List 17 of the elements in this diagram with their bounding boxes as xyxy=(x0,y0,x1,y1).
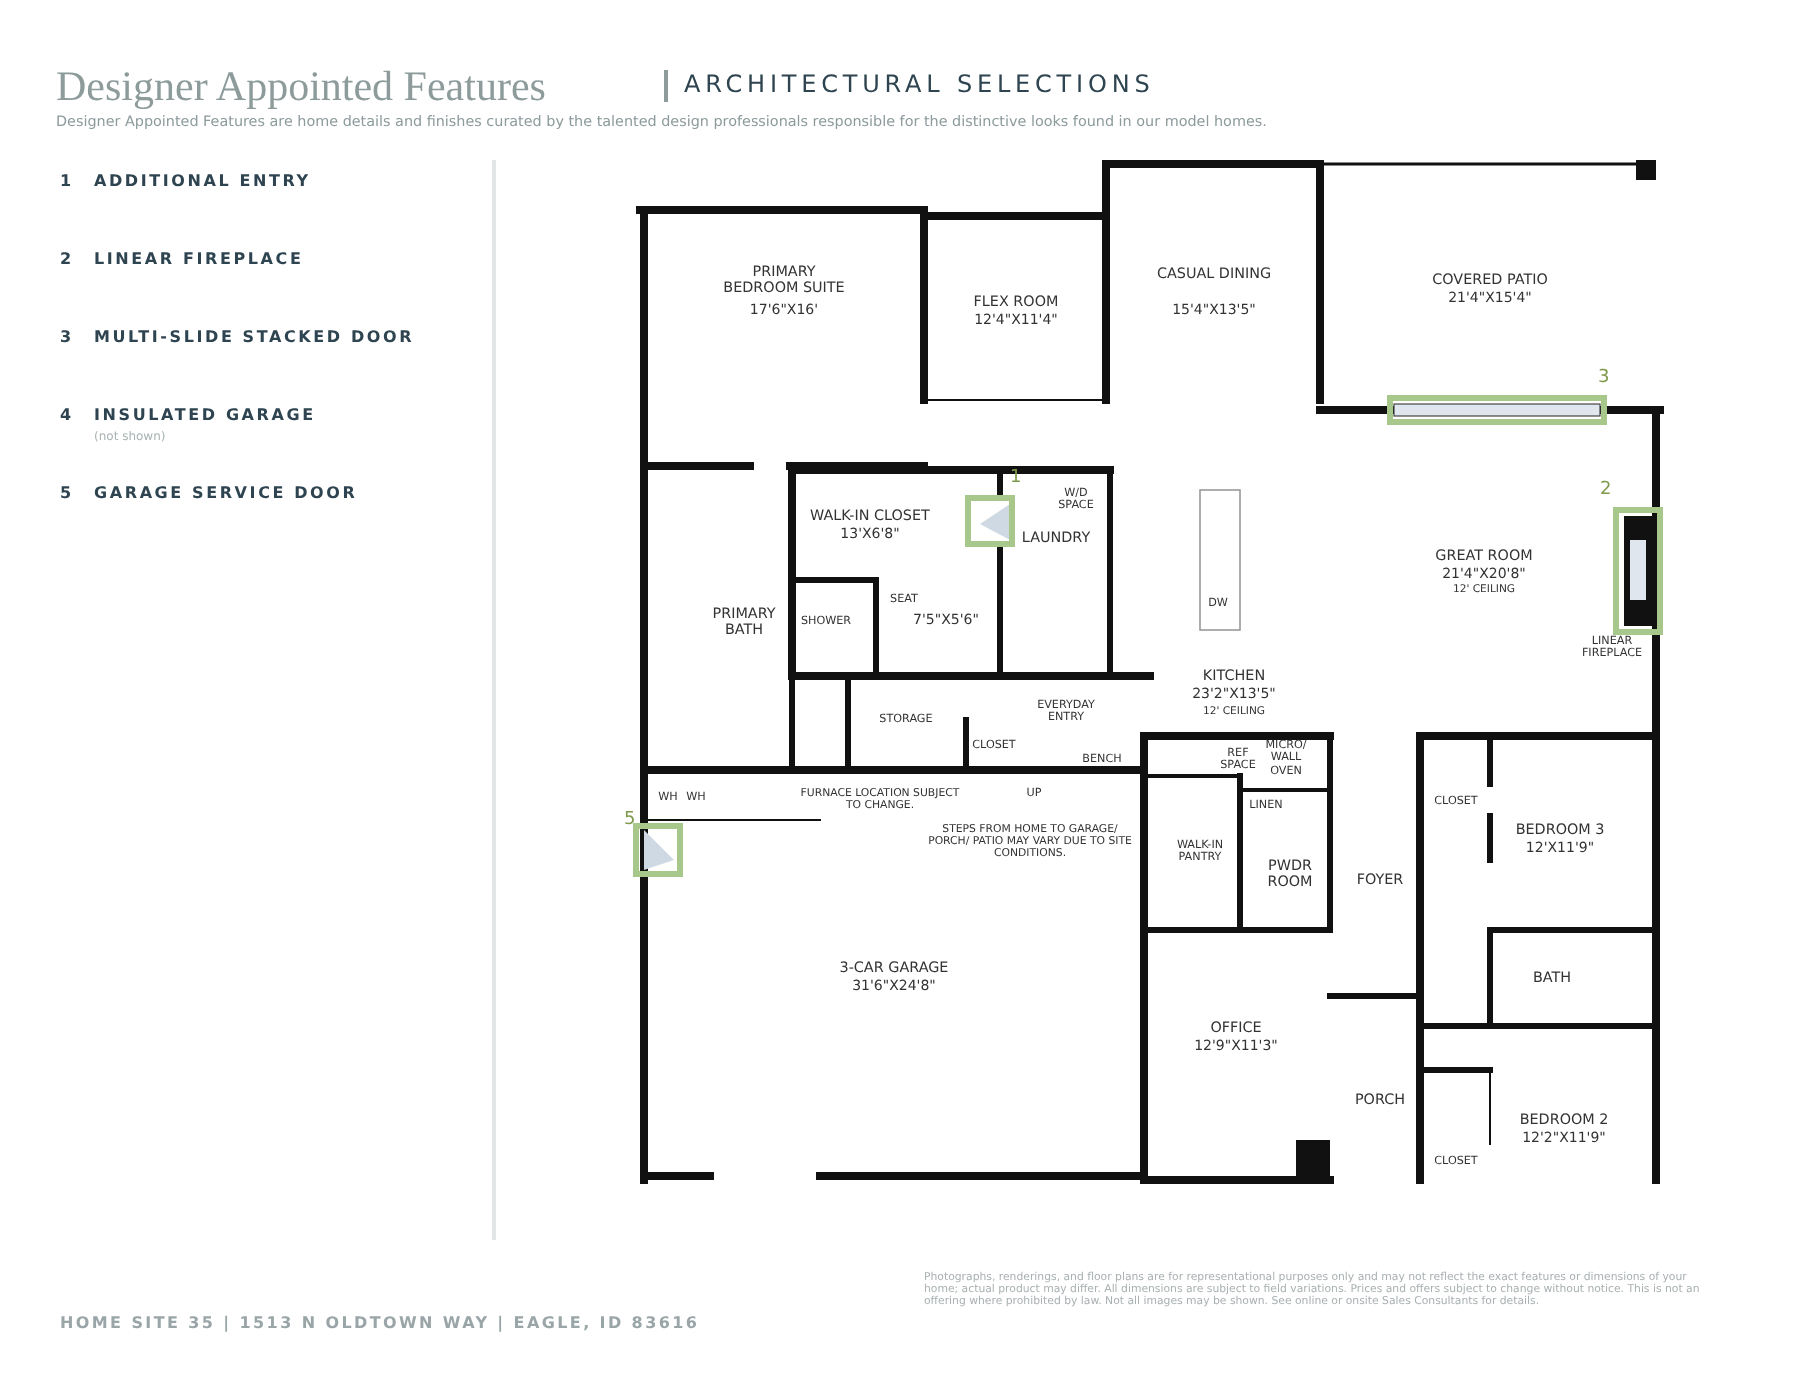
callout-number: 5 xyxy=(624,810,636,831)
list-number: 2 xyxy=(60,250,72,269)
feature-name: ADDITIONAL ENTRY xyxy=(94,172,311,191)
feature-name: INSULATED GARAGE xyxy=(94,406,316,425)
list-number: 4 xyxy=(60,406,72,425)
list-number: 3 xyxy=(60,328,72,347)
address: HOME SITE 35 | 1513 N OLDTOWN WAY | EAGLE, ID 83616 xyxy=(60,1314,700,1333)
callout-number: 3 xyxy=(1598,368,1610,389)
feature-name: GARAGE SERVICE DOOR xyxy=(94,484,358,503)
callout-number: 1 xyxy=(1010,468,1022,489)
callout-number: 2 xyxy=(1600,480,1612,501)
list-number: 1 xyxy=(60,172,72,191)
page-title: Designer Appointed Features xyxy=(56,62,546,112)
feature-name: MULTI-SLIDE STACKED DOOR xyxy=(94,328,415,347)
list-number: 5 xyxy=(60,484,72,503)
feature-name: LINEAR FIREPLACE xyxy=(94,250,304,269)
section-heading: ARCHITECTURAL SELECTIONS xyxy=(684,72,1155,100)
